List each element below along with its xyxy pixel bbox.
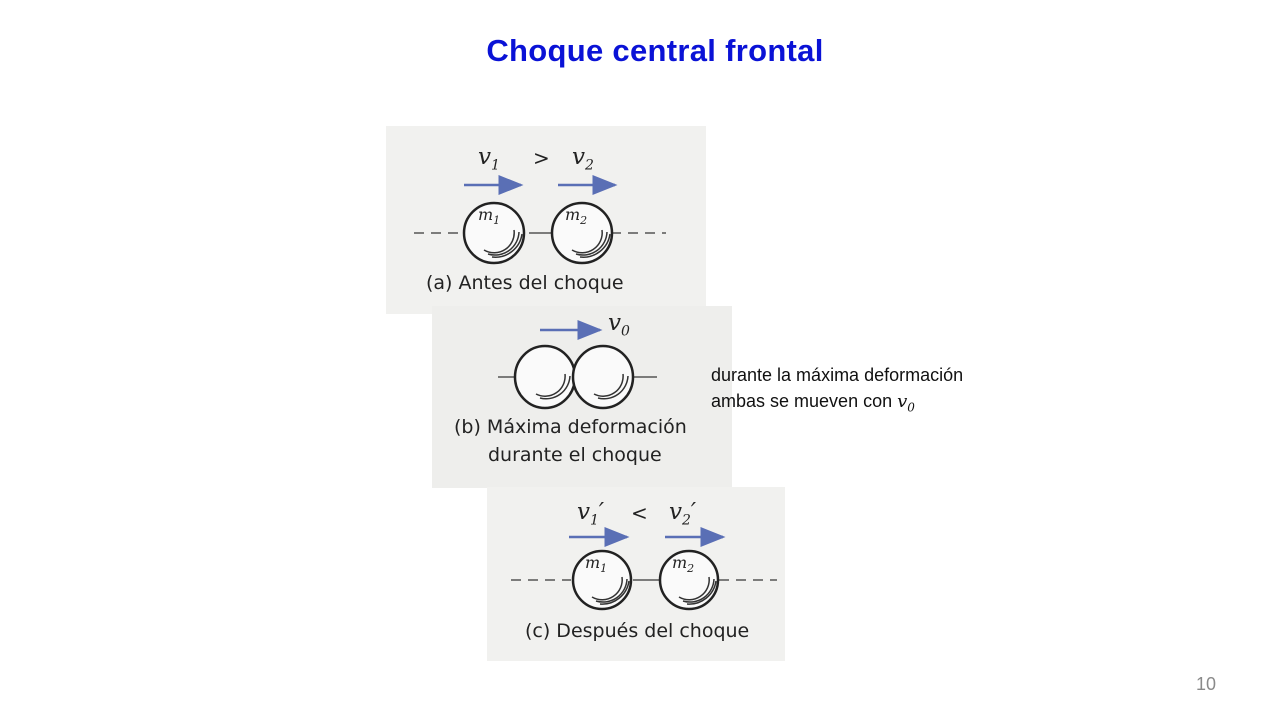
- diagram-panel-max-deformation: v0 (b) Máxima deformación durante el cho…: [432, 306, 732, 488]
- velocity-label-v1: v1: [478, 144, 500, 174]
- velocity-label-v2: v2: [572, 144, 594, 174]
- ball-m1-after: [571, 549, 633, 611]
- comparator-less: <: [631, 501, 648, 525]
- velocity-label-v1-prime: v1′: [577, 499, 605, 529]
- mass-label-m1: m1: [478, 205, 501, 228]
- ball-m1: [462, 201, 526, 265]
- panel-b-drawing: [498, 320, 657, 410]
- ball-m1-deformed: [513, 344, 577, 410]
- caption-max-deformation-line1: (b) Máxima deformación: [454, 416, 687, 438]
- note-line-1: durante la máxima deformación: [711, 365, 964, 385]
- caption-max-deformation-line2: durante el choque: [488, 444, 662, 466]
- mass-label-m2: m2: [672, 553, 695, 576]
- mass-label-m1: m1: [585, 553, 608, 576]
- panel-c-drawing: [511, 527, 777, 611]
- comparator-greater: >: [533, 146, 550, 170]
- caption-before-collision: (a) Antes del choque: [426, 272, 624, 294]
- note-v0-symbol: v0: [897, 391, 915, 415]
- ball-m2: [550, 201, 614, 265]
- slide-title: Choque central frontal: [486, 33, 824, 68]
- panel-a-drawing: [414, 175, 666, 265]
- diagram-panel-after-collision: v1′ < v2′ m1 m2 (c) Después del choque: [487, 487, 785, 661]
- deformation-note: durante la máxima deformación ambas se m…: [711, 362, 963, 421]
- velocity-label-v2-prime: v2′: [669, 499, 697, 529]
- diagram-panel-before-collision: v1 > v2 m1 m2 (a) Antes del choque: [386, 126, 706, 314]
- velocity-label-v0: v0: [608, 310, 630, 340]
- mass-label-m2: m2: [565, 205, 588, 228]
- ball-m2-deformed: [571, 344, 635, 410]
- ball-m2-after: [658, 549, 720, 611]
- page-number: 10: [1196, 674, 1217, 694]
- note-line-2: ambas se mueven con v0: [711, 391, 915, 415]
- caption-after-collision: (c) Después del choque: [525, 620, 750, 642]
